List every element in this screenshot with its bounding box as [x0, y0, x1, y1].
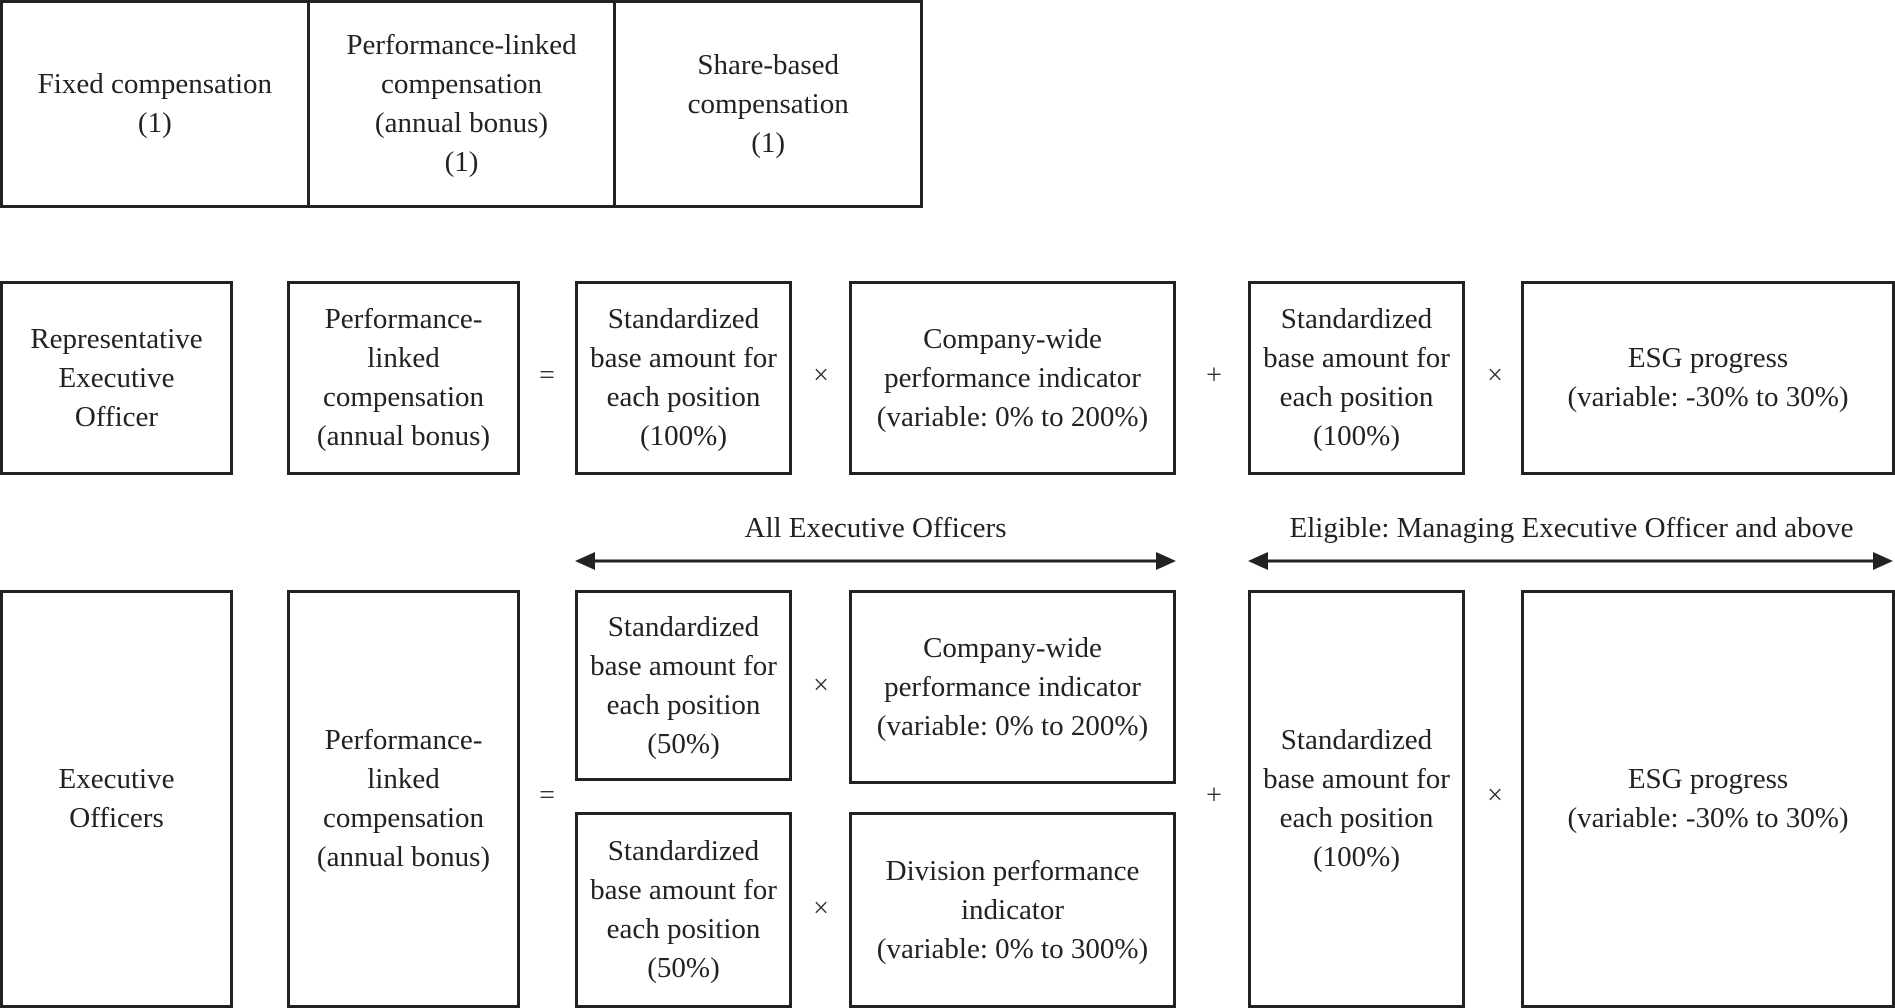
all-executive-officers-arrow — [575, 552, 1176, 570]
exec-times-sign-esg: × — [1487, 780, 1503, 811]
exec-base-amount-company-box: Standardized base amount for each positi… — [575, 590, 792, 781]
rep-times-sign-1: × — [813, 360, 829, 391]
exec-base-amount-division-box: Standardized base amount for each positi… — [575, 812, 792, 1008]
rep-plc-box: Performance- linked compensation (annual… — [287, 281, 520, 475]
exec-times-sign-division: × — [813, 893, 829, 924]
all-executive-officers-label: All Executive Officers — [744, 512, 1007, 544]
exec-division-indicator-box: Division performance indicator (variable… — [849, 812, 1176, 1008]
exec-plus-sign: + — [1206, 780, 1222, 811]
fixed-compensation-cell: Fixed compensation (1) — [37, 68, 273, 139]
exec-company-indicator-box: Company-wide performance indicator (vari… — [849, 590, 1176, 784]
exec-base-amount-esg-box: Standardized base amount for each positi… — [1248, 590, 1465, 1008]
compensation-types-table: Fixed compensation (1) Performance-linke… — [0, 0, 923, 208]
exec-esg-progress-box: ESG progress (variable: -30% to 30%) — [1521, 590, 1895, 1008]
share-based-compensation-cell: Share-based compensation (1) — [613, 3, 920, 205]
rep-esg-progress-box: ESG progress (variable: -30% to 30%) — [1521, 281, 1895, 475]
exec-plc-box: Performance- linked compensation (annual… — [287, 590, 520, 1008]
rep-equals-sign: = — [539, 360, 555, 391]
performance-linked-compensation-cell: Performance-linked compensation (annual … — [306, 3, 614, 205]
eligible-managing-executive-arrow — [1248, 552, 1893, 570]
exec-times-sign-company: × — [813, 670, 829, 701]
rep-base-amount-esg-box: Standardized base amount for each positi… — [1248, 281, 1465, 475]
rep-base-amount-box: Standardized base amount for each positi… — [575, 281, 792, 475]
rep-officer-role-box: Representative Executive Officer — [0, 281, 233, 475]
rep-plus-sign: + — [1206, 360, 1222, 391]
rep-company-indicator-box: Company-wide performance indicator (vari… — [849, 281, 1176, 475]
exec-equals-sign: = — [539, 780, 555, 811]
eligible-managing-executive-label: Eligible: Managing Executive Officer and… — [1289, 512, 1854, 544]
exec-officers-role-box: Executive Officers — [0, 590, 233, 1008]
rep-times-sign-2: × — [1487, 360, 1503, 391]
